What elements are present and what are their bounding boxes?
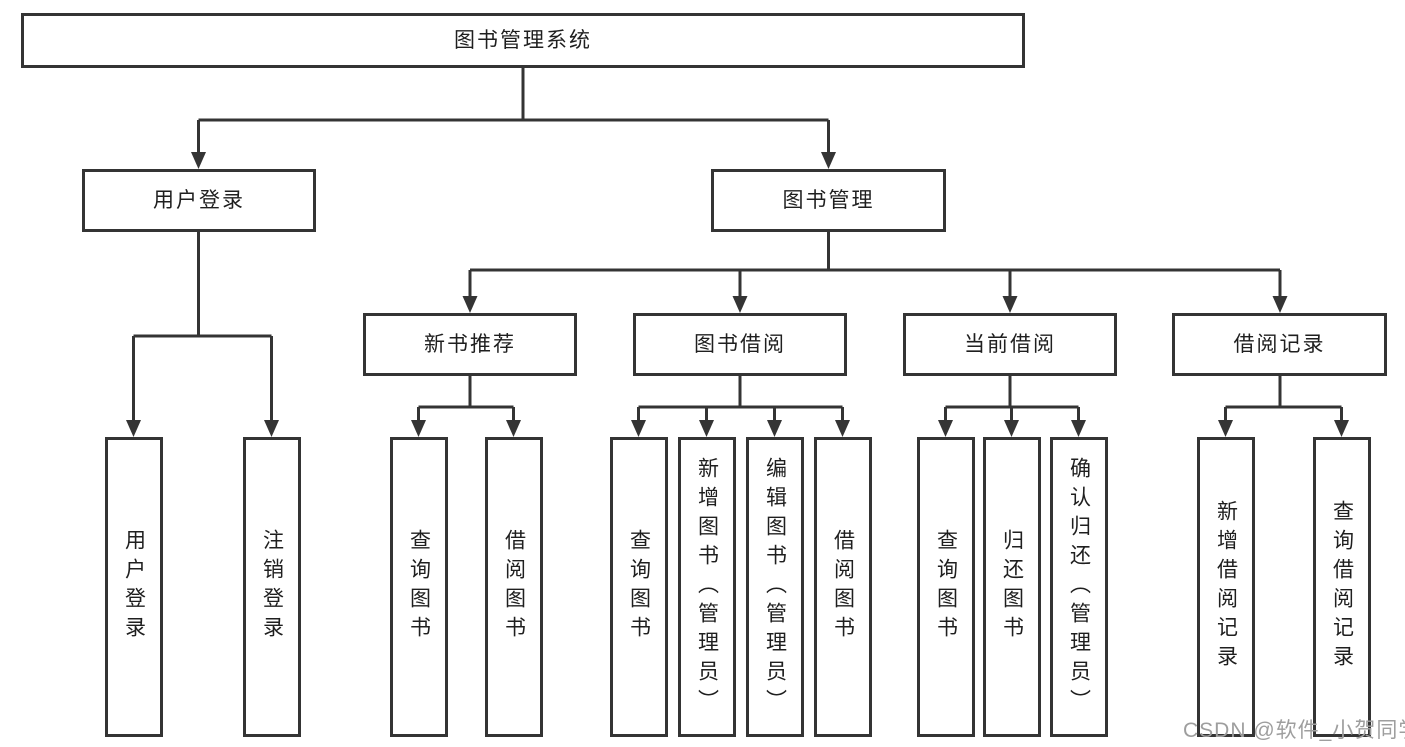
node-book-borrowing: 图书借阅 (633, 313, 847, 376)
node-label: 用户登录 (153, 189, 245, 212)
leaf-query-books-current: 查询图书 (917, 437, 975, 737)
arrowhead-icon (1218, 420, 1233, 437)
leaf-add-borrow-record: 新增借阅记录 (1197, 437, 1255, 737)
leaf-logout: 注销登录 (243, 437, 301, 737)
arrowhead-icon (1334, 420, 1349, 437)
node-label: 新增图书（管理员） (695, 456, 719, 718)
arrowhead-icon (191, 152, 206, 169)
arrowhead-icon (1071, 420, 1086, 437)
arrowhead-icon (1004, 420, 1019, 437)
node-label: 编辑图书（管理员） (763, 456, 787, 718)
node-label: 查询图书 (627, 529, 651, 645)
node-label: 查询图书 (934, 529, 958, 645)
node-label: 查询借阅记录 (1330, 500, 1354, 674)
csdn-watermark: CSDN @软件_小贺同学 (1183, 719, 1405, 742)
connector-newbookrec-to-leaves (417, 376, 515, 422)
leaf-query-borrow-record: 查询借阅记录 (1313, 437, 1371, 737)
leaf-user-login: 用户登录 (105, 437, 163, 737)
node-current-borrowing: 当前借阅 (903, 313, 1117, 376)
node-label: 图书管理 (782, 189, 875, 212)
leaf-query-books-borrow: 查询图书 (610, 437, 668, 737)
leaf-add-books-admin: 新增图书（管理员） (678, 437, 736, 737)
node-label: 借阅图书 (502, 529, 526, 645)
arrowhead-icon (699, 420, 714, 437)
arrowhead-icon (1002, 296, 1018, 313)
node-library-management-system: 图书管理系统 (21, 13, 1025, 68)
node-label: 查询图书 (407, 529, 431, 645)
leaf-borrow-books-newrec: 借阅图书 (485, 437, 543, 737)
connector-borrowrecords-to-leaves (1224, 376, 1343, 422)
arrowhead-icon (506, 420, 521, 437)
arrowhead-icon (462, 296, 478, 313)
node-user-login: 用户登录 (82, 169, 316, 232)
node-label: 借阅图书 (831, 529, 855, 645)
leaf-query-books-newrec: 查询图书 (390, 437, 448, 737)
leaf-confirm-return-admin: 确认归还（管理员） (1050, 437, 1108, 737)
node-book-management: 图书管理 (711, 169, 946, 232)
node-label: 新增借阅记录 (1214, 500, 1238, 674)
node-label: 借阅记录 (1233, 333, 1326, 356)
connector-root-to-level2 (197, 68, 830, 154)
node-new-book-recommendation: 新书推荐 (363, 313, 577, 376)
connector-userlogin-to-leaves (132, 232, 273, 422)
connector-bookborrow-to-leaves (637, 376, 844, 422)
connector-currentborrow-to-leaves (944, 376, 1080, 422)
arrowhead-icon (835, 420, 850, 437)
arrowhead-icon (938, 420, 953, 437)
arrowhead-icon (767, 420, 782, 437)
node-label: 确认归还（管理员） (1067, 456, 1091, 718)
node-label: 新书推荐 (424, 333, 516, 356)
arrowhead-icon (411, 420, 426, 437)
connector-bookmgmt-to-level3 (468, 232, 1282, 298)
leaf-edit-books-admin: 编辑图书（管理员） (746, 437, 804, 737)
node-label: 图书管理系统 (454, 29, 592, 52)
node-label: 图书借阅 (694, 333, 786, 356)
leaf-return-books: 归还图书 (983, 437, 1041, 737)
arrowhead-icon (126, 420, 141, 437)
leaf-borrow-books: 借阅图书 (814, 437, 872, 737)
node-borrowing-records: 借阅记录 (1172, 313, 1387, 376)
arrowhead-icon (1272, 296, 1288, 313)
arrowhead-icon (264, 420, 279, 437)
node-label: 当前借阅 (964, 333, 1056, 356)
node-label: 注销登录 (260, 529, 284, 645)
arrowhead-icon (821, 152, 836, 169)
node-label: 归还图书 (1000, 529, 1024, 645)
arrowhead-icon (732, 296, 748, 313)
arrowhead-icon (631, 420, 646, 437)
node-label: 用户登录 (122, 529, 146, 645)
